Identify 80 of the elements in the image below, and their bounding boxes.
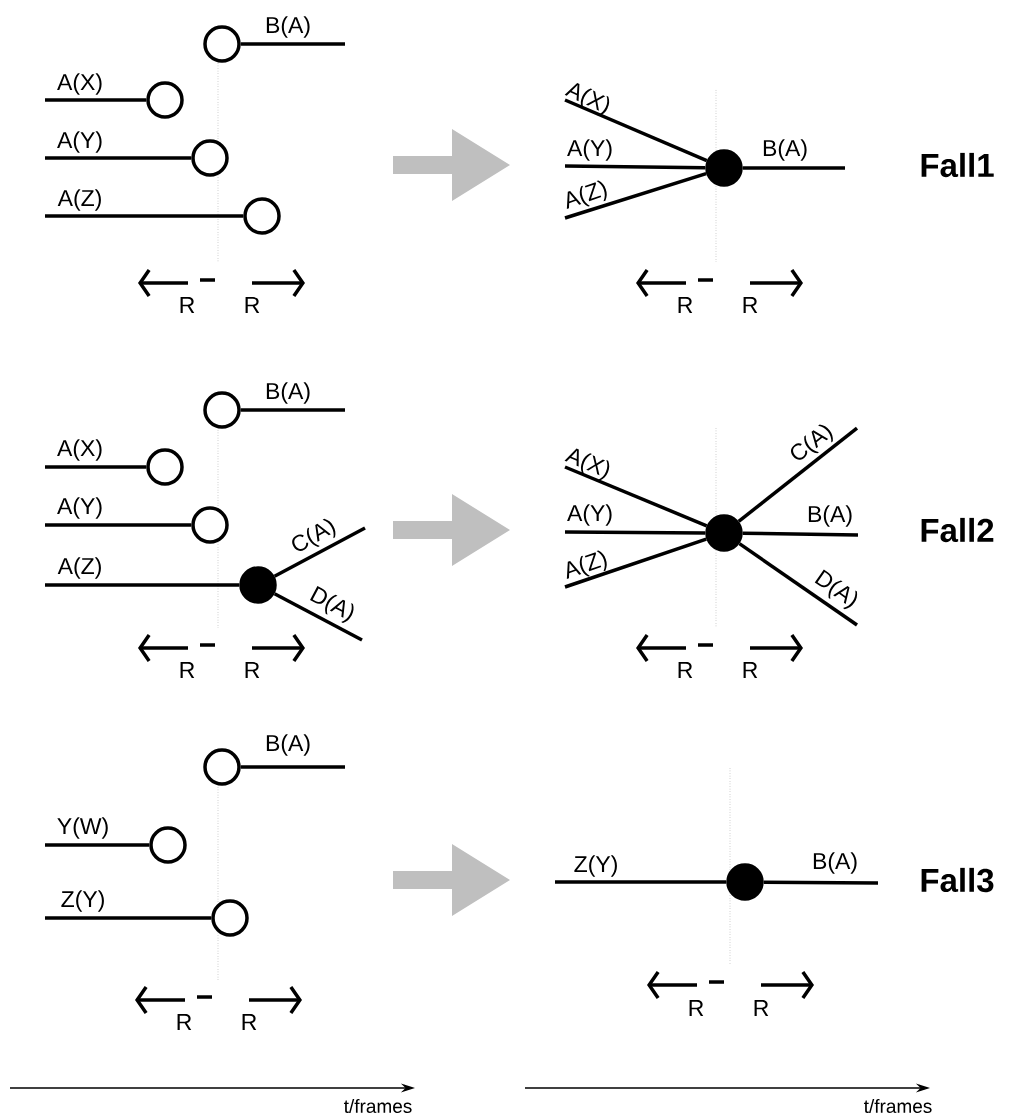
edge-label: B(A) — [266, 382, 310, 404]
line — [45, 465, 147, 469]
dot — [726, 863, 764, 901]
line — [45, 843, 150, 847]
line — [763, 880, 879, 885]
range-label: R — [678, 297, 693, 313]
line — [45, 916, 212, 920]
edge-label: A(Z) — [566, 180, 607, 209]
line — [45, 156, 192, 160]
edge-label: B(A) — [813, 852, 857, 874]
line — [742, 531, 859, 537]
line — [565, 530, 706, 535]
axis-label: t/frames — [864, 1099, 932, 1113]
edge-label: B(A) — [763, 139, 807, 161]
range-label: R — [743, 297, 758, 313]
edge-label: D(A) — [310, 586, 354, 623]
open-circle — [146, 448, 184, 486]
line — [564, 98, 708, 163]
line — [564, 164, 706, 170]
line — [240, 765, 345, 769]
line — [555, 880, 727, 884]
line — [45, 98, 147, 102]
range-label: R — [242, 1014, 257, 1030]
dot — [705, 149, 743, 187]
edge-label: B(A) — [808, 505, 852, 527]
open-circle — [203, 748, 241, 786]
line — [45, 583, 240, 587]
edge-label: A(X) — [57, 73, 102, 95]
range-label: R — [180, 297, 195, 313]
edge-label: A(Y) — [567, 139, 612, 161]
edge-label: A(Z) — [57, 557, 101, 579]
range-label: R — [743, 662, 758, 678]
edge-label: A(X) — [564, 83, 610, 117]
edge-label: A(X) — [57, 439, 102, 461]
range-label: R — [678, 662, 693, 678]
range-label: R — [689, 1000, 704, 1016]
line — [273, 526, 366, 578]
dot — [239, 566, 277, 604]
open-circle — [149, 826, 187, 864]
open-circle — [243, 197, 281, 235]
open-circle — [191, 506, 229, 544]
line — [564, 465, 708, 528]
open-circle — [203, 25, 241, 63]
edge-label: A(Y) — [567, 504, 612, 526]
edge-label: Y(W) — [57, 817, 108, 839]
edge-label: C(A) — [791, 424, 833, 460]
line — [737, 426, 859, 523]
open-circle — [211, 899, 249, 937]
dot — [705, 514, 743, 552]
range-label: R — [180, 662, 195, 678]
open-circle — [146, 81, 184, 119]
range-label: R — [754, 1000, 769, 1016]
edge-label: B(A) — [266, 734, 310, 756]
range-label: R — [245, 662, 260, 678]
line — [273, 592, 363, 642]
edge-label: A(Y) — [57, 131, 102, 153]
case-label: Fall2 — [921, 517, 994, 543]
open-circle — [203, 391, 241, 429]
axis-label: t/frames — [343, 1099, 412, 1113]
line — [564, 171, 707, 220]
line — [240, 42, 345, 46]
line — [564, 537, 707, 589]
edge-label: B(A) — [266, 16, 310, 38]
edge-label: Z(Y) — [61, 890, 104, 912]
edge-label: A(X) — [564, 448, 610, 481]
edge-label: A(Y) — [57, 497, 102, 519]
edge-label: C(A) — [292, 518, 336, 551]
line — [742, 166, 845, 170]
case-label: Fall3 — [921, 867, 994, 893]
line — [45, 523, 192, 527]
case-label: Fall1 — [921, 152, 994, 178]
edge-label: Z(Y) — [574, 855, 617, 877]
line — [45, 214, 244, 218]
edge-label: A(Z) — [57, 189, 101, 211]
range-label: R — [177, 1014, 192, 1030]
open-circle — [191, 139, 229, 177]
edge-label: A(Z) — [566, 550, 607, 579]
line — [240, 408, 345, 412]
line — [738, 542, 858, 627]
range-label: R — [245, 297, 260, 313]
